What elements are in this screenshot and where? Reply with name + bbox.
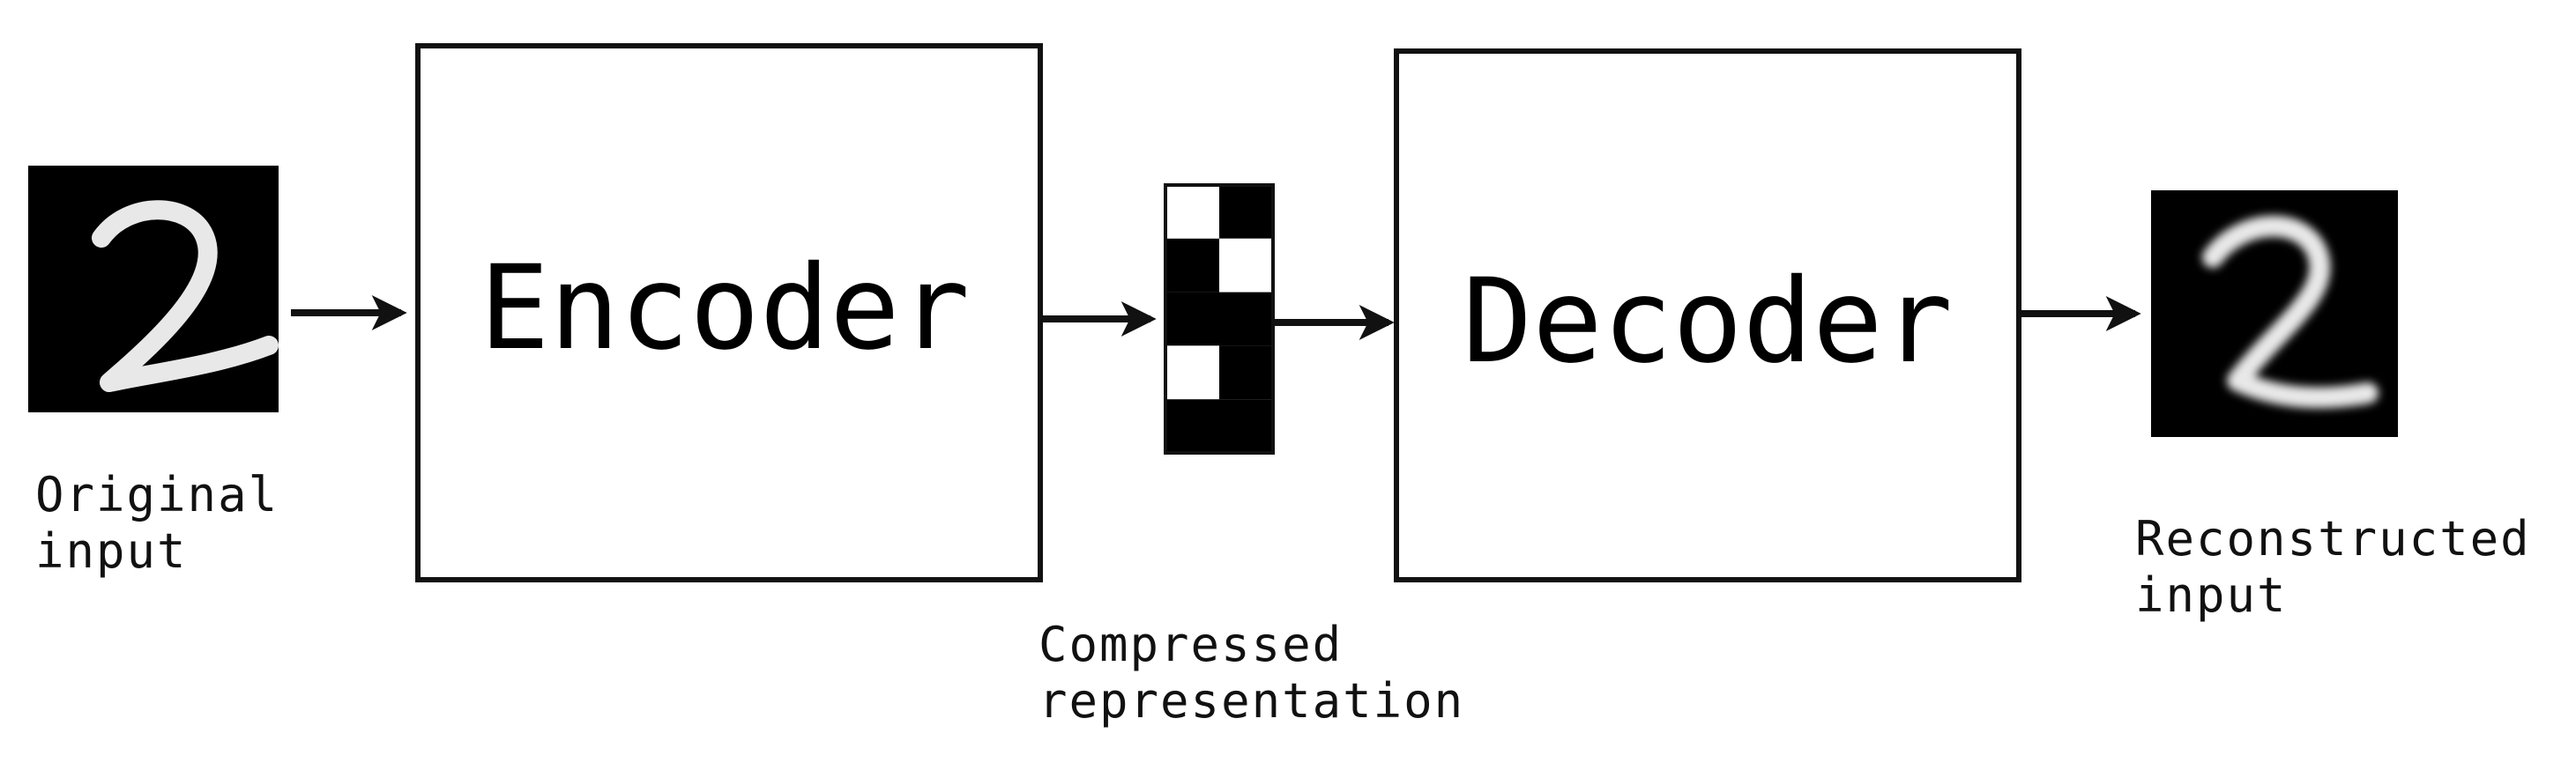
latent-code-cell: [1165, 292, 1219, 346]
latent-code-cell: [1165, 238, 1219, 293]
latent-code-cell: [1219, 399, 1273, 453]
latent-code-border: [1164, 183, 1275, 455]
encoder-block: Encoder: [415, 43, 1043, 582]
latent-code-cell: [1219, 292, 1273, 346]
decoder-block: Decoder: [1394, 48, 2021, 582]
latent-code-cell: [1165, 345, 1219, 400]
latent-code-cell: [1219, 185, 1273, 239]
original-input-image: [28, 166, 279, 412]
latent-code-cell: [1219, 238, 1273, 293]
encoder-label: Encoder: [480, 241, 970, 376]
latent-code-cell: [1219, 345, 1273, 400]
latent-code-grid: [1164, 183, 1275, 455]
latent-code-cell: [1165, 185, 1219, 239]
reconstructed-input-image: [2151, 190, 2398, 437]
latent-code-cell: [1165, 399, 1219, 453]
decoder-label: Decoder: [1463, 254, 1953, 389]
